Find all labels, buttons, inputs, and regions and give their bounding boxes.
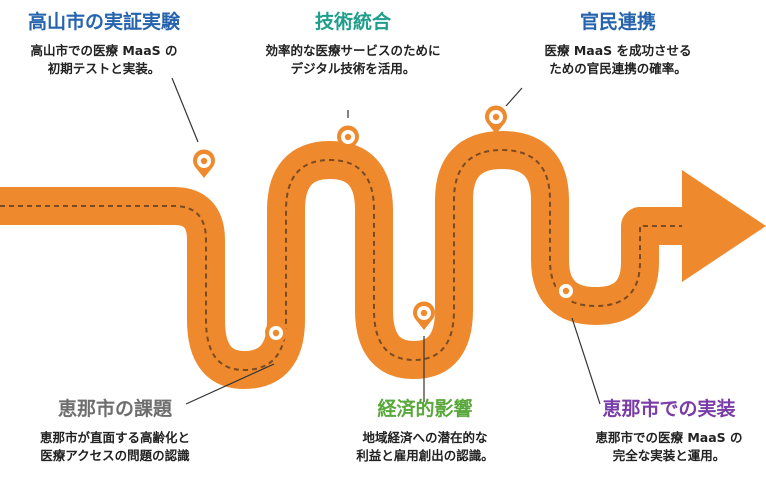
milestone-title: 官民連携 <box>579 11 656 33</box>
leader-lines <box>171 77 601 405</box>
milestone-public-private: 官民連携 医療 MaaS を成功させる ための官民連携の確率。 <box>508 10 728 78</box>
milestone-description: 効率的な医療サービスのために デジタル技術を活用。 <box>226 42 480 78</box>
leader-line-3 <box>505 87 523 107</box>
milestone-ena-implementation: 恵那市での実装 恵那市での医療 MaaS の 完全な実装と運用。 <box>572 397 766 465</box>
milestone-description: 高山市での医療 MaaS の 初期テストと実装。 <box>0 42 208 78</box>
location-pin-icon <box>555 279 577 308</box>
milestone-description-line: ための官民連携の確率。 <box>549 61 687 76</box>
milestone-description-line: 利益と雇用創出の認識。 <box>356 448 494 463</box>
arrow-head-icon <box>682 170 766 282</box>
location-pin-icon <box>265 321 287 350</box>
milestone-description: 恵那市での医療 MaaS の 完全な実装と運用。 <box>572 429 766 465</box>
milestone-ena-challenges: 恵那市の課題 恵那市が直面する高齢化と 医療アクセスの問題の認識 <box>10 397 220 465</box>
milestone-description-line: 恵那市が直面する高齢化と <box>39 430 190 445</box>
road-center-dashes <box>0 148 690 372</box>
milestone-description: 地域経済への潜在的な 利益と雇用創出の認識。 <box>310 429 540 465</box>
milestone-description: 恵那市が直面する高齢化と 医療アクセスの問題の認識 <box>10 429 220 465</box>
milestone-description-line: デジタル技術を活用。 <box>290 61 416 76</box>
milestone-title: 高山市の実証実験 <box>27 11 180 33</box>
location-pin-icon <box>485 105 507 134</box>
milestone-title: 経済的影響 <box>377 398 473 420</box>
milestone-economic-impact: 経済的影響 地域経済への潜在的な 利益と雇用創出の認識。 <box>310 397 540 465</box>
milestone-description-line: 高山市での医療 MaaS の <box>30 43 178 58</box>
milestone-description: 医療 MaaS を成功させる ための官民連携の確率。 <box>508 42 728 78</box>
leader-line-1 <box>171 77 199 143</box>
location-pin-icon <box>413 301 435 330</box>
milestone-description-line: 医療アクセスの問題の認識 <box>40 448 190 463</box>
milestone-description-line: 初期テストと実装。 <box>47 61 161 76</box>
leader-line-6 <box>571 317 601 405</box>
milestone-title: 技術統合 <box>314 11 391 33</box>
milestone-tech-integration: 技術統合 効率的な医療サービスのために デジタル技術を活用。 <box>226 10 480 78</box>
leader-line-4 <box>185 363 275 405</box>
milestone-title: 恵那市の課題 <box>57 398 172 420</box>
location-pin-icon <box>193 149 215 178</box>
milestone-description-line: 効率的な医療サービスのために <box>265 43 441 58</box>
milestone-description-line: 完全な実装と運用。 <box>612 448 726 463</box>
milestone-title: 恵那市での実装 <box>602 398 736 420</box>
milestone-takayama-trial: 高山市の実証実験 高山市での医療 MaaS の 初期テストと実装。 <box>0 10 208 78</box>
milestone-description-line: 恵那市での医療 MaaS の <box>595 430 743 445</box>
winding-road <box>0 131 690 389</box>
location-pin-icon <box>337 125 359 154</box>
milestone-description-line: 医療 MaaS を成功させる <box>544 43 692 58</box>
milestone-description-line: 地域経済への潜在的な <box>362 430 488 445</box>
